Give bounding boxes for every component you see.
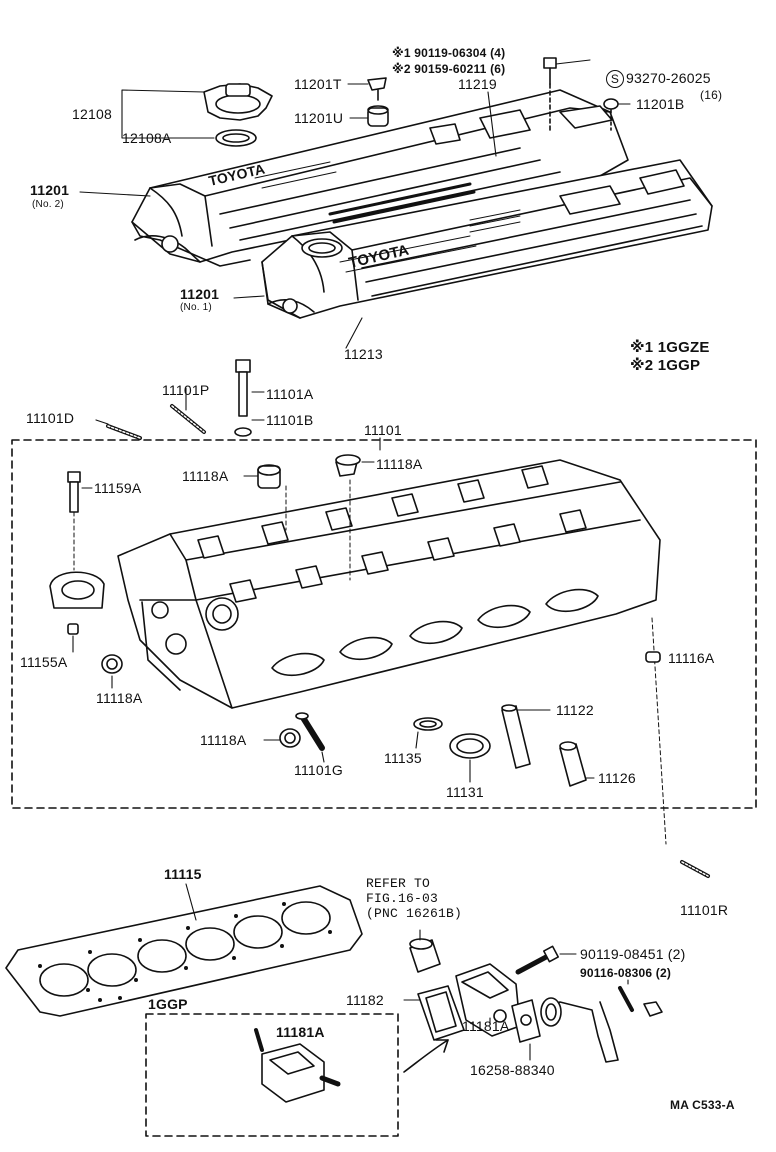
assembly-arrow <box>403 1039 449 1073</box>
nut-shape <box>643 1001 663 1017</box>
label-12108A: 12108A <box>122 130 172 146</box>
label-11131: 11131 <box>446 784 484 800</box>
label-93270-qty: (16) <box>700 88 723 102</box>
lifter-shape <box>559 741 587 787</box>
label-11118A-left: 11118A <box>96 690 143 706</box>
valve-seal-shape <box>413 717 443 731</box>
label-12108: 12108 <box>72 106 112 122</box>
label-11213: 11213 <box>344 346 383 362</box>
stud-11101P-shape <box>170 404 206 434</box>
label-11135: 11135 <box>384 750 422 766</box>
label-refer-to: REFER TO <box>366 876 431 891</box>
bolt-11159A-shape <box>67 471 81 513</box>
stud-90116-shape <box>618 986 634 1012</box>
pipe-gasket-shape <box>511 999 541 1043</box>
label-11101G: 11101G <box>294 762 343 778</box>
label-90159-60211: ※2 90159-60211 (6) <box>392 62 506 76</box>
dowel-pin-shape <box>645 651 661 663</box>
label-93270-26025: 93270-26025 <box>626 70 711 86</box>
temp-sensor-shape <box>409 938 441 973</box>
figure-code: MA C533-A <box>670 1098 735 1112</box>
grommet-u-shape <box>367 107 389 127</box>
label-11118A-top-left: 11118A <box>182 468 229 484</box>
label-90116-08306: 90116-08306 (2) <box>580 966 672 980</box>
cover-bolt-shape <box>543 57 557 69</box>
stud-11101D-shape <box>106 424 142 440</box>
label-11115: 11115 <box>164 866 202 882</box>
plug-11118A-bottom-shape <box>279 728 301 748</box>
label-11201T: 11201T <box>294 76 342 92</box>
seal-washer-shape <box>603 98 619 110</box>
label-11219: 11219 <box>458 76 497 92</box>
label-11181A: 11181A <box>462 1018 510 1034</box>
label-1ggp: 1GGP <box>148 996 188 1012</box>
label-11201U: 11201U <box>294 110 344 126</box>
label-11159A: 11159A <box>94 480 142 496</box>
label-refer-pnc: (PNC 16261B) <box>366 906 463 921</box>
label-11118A-bottom: 11118A <box>200 732 247 748</box>
filler-gasket-shape <box>215 129 257 147</box>
bolt-90119-08451-shape <box>515 945 560 975</box>
oil-seal-shape <box>449 733 491 759</box>
plug-11118A-top-mid-shape <box>335 454 361 477</box>
label-90119-08451: 90119-08451 (2) <box>580 946 686 962</box>
valve-cover-no1-shape <box>261 159 713 319</box>
grommet-t-shape <box>367 77 387 91</box>
label-16258-88340: 16258-88340 <box>470 1062 555 1078</box>
s-marker: S <box>606 70 624 88</box>
label-11201B: 11201B <box>636 96 685 112</box>
label-refer-fig: FIG.16-03 <box>366 891 439 906</box>
label-11122: 11122 <box>556 702 594 718</box>
label-90119-06304: ※1 90119-06304 (4) <box>392 46 506 60</box>
valve-guide-shape <box>501 704 531 769</box>
1ggp-option-box <box>145 1013 399 1137</box>
label-11181A-1ggp: 11181A <box>276 1024 325 1040</box>
bearing-cap-shape <box>49 571 105 609</box>
label-11201-no1: 11201 <box>180 286 220 302</box>
stud-11101R-shape <box>680 860 710 878</box>
cylinder-head-assembly-box <box>11 439 757 809</box>
label-11201-no1-sub: (No. 1) <box>180 302 212 313</box>
label-11182: 11182 <box>346 992 384 1008</box>
oil-filler-cap-shape <box>203 83 273 121</box>
head-gasket-shape <box>5 885 363 1017</box>
cylinder-head-shape <box>117 459 661 709</box>
water-pipe-shape <box>540 997 619 1063</box>
label-11201-no2: 11201 <box>30 182 70 198</box>
label-11126: 11126 <box>598 770 636 786</box>
legend-1ggp: ※2 1GGP <box>630 357 701 374</box>
bolt-11101A-shape <box>234 359 252 437</box>
stud-11101G-shape <box>295 712 325 751</box>
label-11101R: 11101R <box>680 902 729 918</box>
water-housing-1ggp-shape <box>254 1028 341 1103</box>
label-11101P: 11101P <box>162 382 210 398</box>
plug-11118A-top-left-shape <box>257 464 281 489</box>
label-11118A-top-mid: 11118A <box>376 456 423 472</box>
plug-11118A-left-shape <box>101 654 123 674</box>
label-11201-no2-sub: (No. 2) <box>32 199 64 210</box>
label-11101A: 11101A <box>266 386 314 402</box>
label-11101: 11101 <box>364 422 402 438</box>
label-11155A: 11155A <box>20 654 68 670</box>
label-11101B: 11101B <box>266 412 314 428</box>
label-11116A: 11116A <box>668 650 715 666</box>
water-housing-shape <box>455 963 521 1037</box>
label-11101D: 11101D <box>26 410 75 426</box>
legend-1ggze: ※1 1GGZE <box>630 339 710 356</box>
